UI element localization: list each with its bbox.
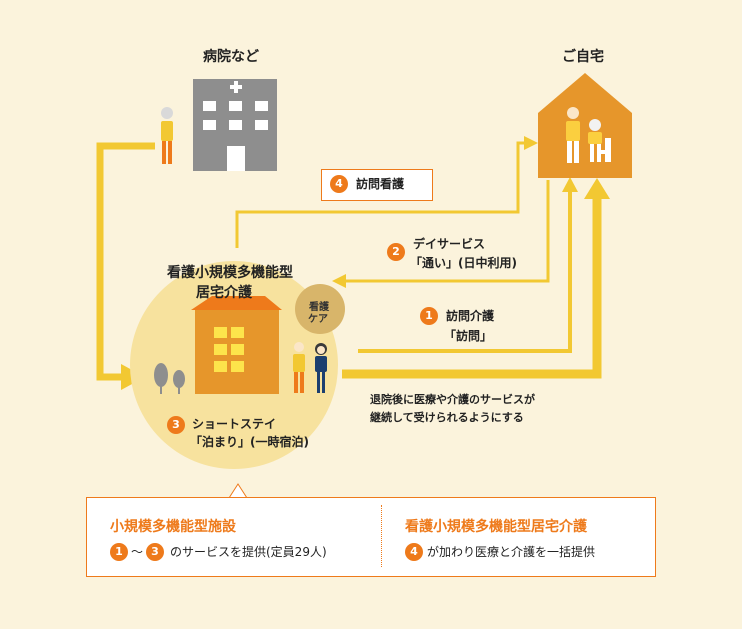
house-icon	[538, 73, 632, 178]
nursing-care-badge-line1: 看護	[309, 302, 329, 313]
continuity-note-line2: 継続して受けられるようにする	[370, 411, 524, 424]
short-stay-line2: 「泊まり」(一時宿泊)	[190, 435, 309, 449]
home-label: ご自宅	[562, 49, 604, 65]
hospital-icon	[193, 79, 277, 171]
summary-left-title: 小規模多機能型施設	[110, 519, 236, 535]
day-service-line2: 「通い」(日中利用)	[410, 256, 517, 270]
summary-right-num: 4	[405, 543, 423, 561]
arrow-continuity	[342, 178, 610, 379]
short-stay-line1: ショートステイ	[192, 417, 277, 431]
visit-care-line1: 訪問介護	[446, 309, 495, 323]
summary-left-tilde: 〜	[131, 545, 144, 559]
facility-title-line1: 看護小規模多機能型	[167, 265, 293, 281]
arrow-visit-nursing	[235, 136, 538, 248]
summary-right-title: 看護小規模多機能型居宅介護	[405, 519, 587, 535]
tree-icon	[154, 363, 185, 394]
facility-title-line2: 居宅介護	[196, 285, 252, 301]
facility-building-icon	[191, 296, 282, 394]
visit-care-number: 1	[420, 307, 438, 325]
continuity-note-line1: 退院後に医療や介護のサービスが	[370, 393, 535, 406]
short-stay-number: 3	[167, 416, 185, 434]
nursing-care-badge-line2: ケア	[308, 314, 328, 325]
visit-nursing-number: 4	[330, 175, 348, 193]
person-icon	[161, 107, 173, 164]
summary-box	[86, 497, 656, 577]
staff-icon	[293, 342, 327, 393]
nursing-care-badge	[295, 284, 345, 334]
day-service-line1: デイサービス	[413, 237, 486, 251]
summary-divider	[381, 505, 382, 567]
arrow-day-service	[332, 180, 550, 288]
day-service-number: 2	[387, 243, 405, 261]
summary-left-num-a: 1	[110, 543, 128, 561]
summary-left-desc: のサービスを提供(定員29人)	[170, 545, 327, 559]
hospital-label: 病院など	[203, 49, 259, 65]
visit-care-line2: 「訪問」	[444, 329, 493, 343]
summary-left-num-b: 3	[146, 543, 164, 561]
visit-nursing-label: 訪問看護	[356, 177, 405, 191]
arrow-visit-care	[358, 177, 578, 353]
summary-right-desc: が加わり医療と介護を一括提供	[427, 545, 596, 559]
